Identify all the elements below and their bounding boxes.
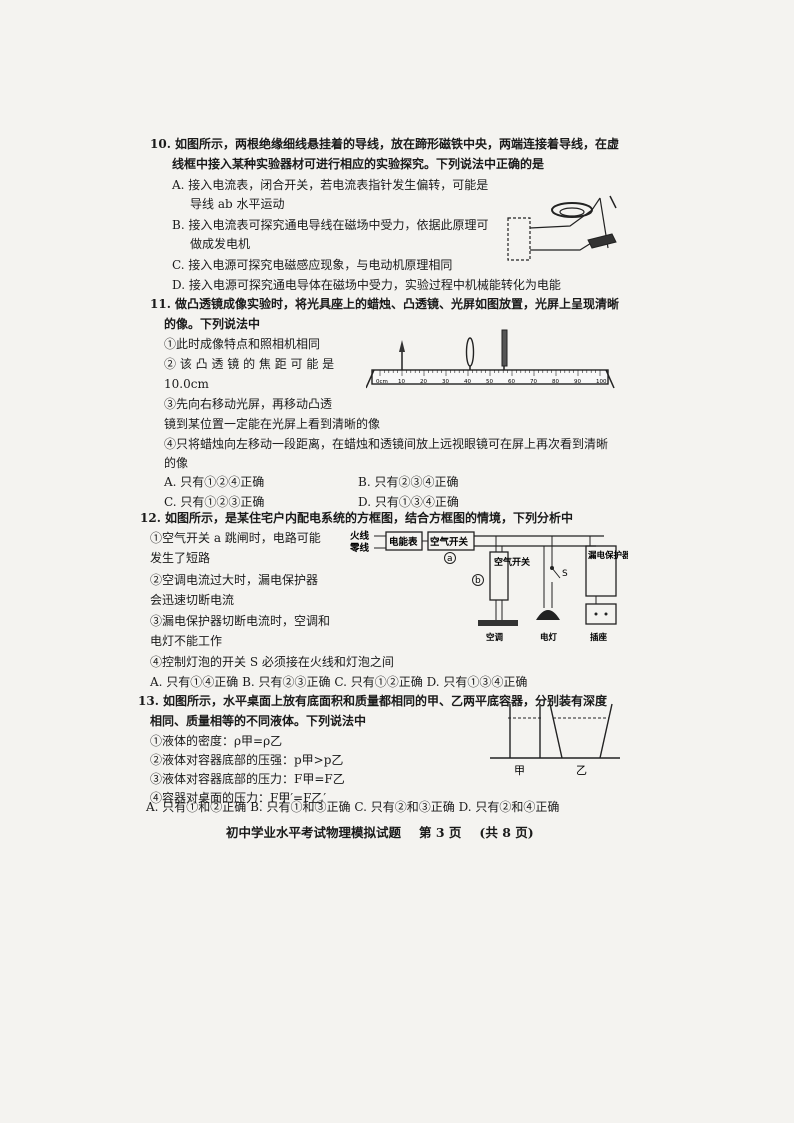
aircon-unit (478, 620, 518, 626)
q13-stem-line1: 13. 如图所示，水平桌面上放有底面积和质量都相同的甲、乙两平底容器，分别装有深… (138, 694, 608, 708)
switch-base (587, 233, 617, 249)
q11-statement-1: ①此时成像特点和照相机相同 (164, 337, 321, 351)
q11-stem-line2: 的像。下列说法中 (164, 317, 261, 331)
ruler-label: 70 (530, 379, 537, 385)
q11-option-d: D. 只有①③④正确 (358, 495, 459, 509)
footer-title: 初中学业水平考试物理模拟试题 (226, 825, 402, 840)
q13-options: A. 只有①和②正确 B. 只有①和③正确 C. 只有②和③正确 D. 只有②和… (146, 800, 560, 814)
socket-icon (585, 603, 617, 625)
q13-stem-line2: 相同、质量相等的不同液体。下列说法中 (150, 714, 367, 728)
ruler-label: 0cm (376, 379, 388, 385)
ruler-label: 60 (508, 379, 515, 385)
containers-diagram: 甲 乙 (490, 703, 620, 777)
ruler-label: 90 (574, 379, 581, 385)
q13-statement-2: ②液体对容器底部的压强：p甲>p乙 (150, 753, 344, 767)
label-a: a (447, 554, 453, 564)
sub-breaker-label: 空气开关 (494, 556, 530, 568)
q10-option-b-line1: B. 接入电流表可探究通电导线在磁场中受力，依据此原理可 (172, 218, 489, 232)
q12-statement-3-line1: ③漏电保护器切断电流时，空调和 (150, 614, 331, 628)
q10-option-b-line2: 做成发电机 (190, 237, 251, 251)
aircon-label: 空调 (486, 632, 504, 643)
rcd-label: 漏电保护器 (588, 550, 628, 561)
lamp-icon (536, 610, 560, 620)
q10-option-a-line1: A. 接入电流表，闭合开关，若电流表指针发生偏转，可能是 (172, 178, 489, 192)
q11-option-b: B. 只有②③④正确 (358, 475, 459, 489)
neutral-wire-label: 零线 (350, 542, 370, 554)
optical-bench: 0cm 10 20 30 40 50 60 70 80 90 100 (366, 329, 615, 389)
meter-label: 电能表 (389, 536, 418, 548)
q10-stem-line2: 线框中接入某种实验器材可进行相应的实验探究。下列说法中正确的是 (172, 157, 545, 171)
container-yi-label: 乙 (576, 764, 587, 777)
q13-statement-4: ④容器对桌面的压力：F甲′=F乙′ (150, 791, 327, 805)
light-screen (501, 329, 508, 367)
switch-s-label: S (562, 569, 568, 579)
label-b: b (475, 576, 481, 586)
q12-statement-2-line2: 会迅速切断电流 (150, 593, 235, 607)
q13-statement-3: ③液体对容器底部的压力：F甲=F乙 (150, 772, 345, 786)
page-footer: 初中学业水平考试物理模拟试题 第 3 页 (共 8 页) (226, 822, 552, 841)
q12-statement-4: ④控制灯泡的开关 S 必须接在火线和灯泡之间 (150, 655, 394, 669)
q11-statement-4-line2: 的像 (164, 456, 189, 470)
ruler-label: 20 (420, 379, 427, 385)
live-wire-label: 火线 (350, 530, 370, 542)
q10-option-a-line2: 导线 ab 水平运动 (190, 197, 285, 211)
q12-statement-1-line2: 发生了短路 (150, 551, 211, 565)
lamp-label: 电灯 (540, 632, 558, 643)
footer-page: 第 3 页 (419, 825, 462, 840)
q13-statement-1: ①液体的密度：ρ甲=ρ乙 (150, 734, 283, 748)
main-breaker-label: 空气开关 (430, 536, 469, 548)
socket-label: 插座 (590, 632, 608, 643)
q11-statement-2-line1: ② 该 凸 透 镜 的 焦 距 可 能 是 (164, 357, 335, 371)
q11-statement-2-line2: 10.0cm (164, 377, 209, 391)
candle-flame (399, 340, 405, 352)
horseshoe-magnet (551, 202, 593, 218)
rcd-box (585, 545, 617, 597)
q11-option-a: A. 只有①②④正确 (164, 475, 265, 489)
ruler-label: 10 (398, 379, 405, 385)
magnet-wire-diagram (507, 195, 617, 261)
q10-stem-line1: 10. 如图所示，两根绝缘细线悬挂着的导线，放在蹄形磁铁中央，两端连接着导线，在… (150, 137, 620, 151)
ruler-label: 80 (552, 379, 559, 385)
q12-statement-1-line1: ①空气开关 a 跳闸时，电路可能 (150, 531, 321, 545)
q10-option-c: C. 接入电源可探究电磁感应现象，与电动机原理相同 (172, 258, 453, 272)
q11-statement-3-line2: 镜到某位置一定能在光屏上看到清晰的像 (164, 417, 381, 431)
ruler-label: 100 (596, 379, 607, 385)
footer-total: (共 8 页) (479, 825, 534, 840)
ruler-label: 30 (442, 379, 449, 385)
ruler-label: 50 (486, 379, 493, 385)
q12-statement-3-line2: 电灯不能工作 (150, 634, 223, 648)
q11-option-c: C. 只有①②③正确 (164, 495, 265, 509)
sub-breaker-box (489, 551, 509, 601)
convex-lens (465, 337, 475, 367)
q12-options: A. 只有①④正确 B. 只有②③正确 C. 只有①②正确 D. 只有①③④正确 (150, 675, 528, 689)
container-jia-label: 甲 (514, 764, 525, 777)
ruler-label: 40 (464, 379, 471, 385)
q11-statement-4-line1: ④只将蜡烛向左移动一段距离，在蜡烛和透镜间放上远视眼镜可在屏上再次看到清晰 (164, 437, 609, 451)
label-a-circle (444, 552, 456, 564)
q11-statement-3-line1: ③先向右移动光屏，再移动凸透 (164, 397, 333, 411)
q12-statement-2-line1: ②空调电流过大时，漏电保护器 (150, 573, 319, 587)
distribution-diagram: 火线 零线 电能表 空气开关 a b 空气开关 空调 S 电灯 (350, 530, 628, 643)
dashed-box (507, 217, 531, 261)
label-b-circle (472, 574, 484, 586)
q12-stem: 12. 如图所示，是某住宅户内配电系统的方框图，结合方框图的情境，下列分析中 (140, 511, 574, 525)
q11-stem-line1: 11. 做凸透镜成像实验时，将光具座上的蜡烛、凸透镜、光屏如图放置，光屏上呈现清… (150, 297, 620, 311)
main-breaker-box (427, 531, 475, 551)
q10-option-d: D. 接入电源可探究通电导体在磁场中受力，实验过程中机械能转化为电能 (172, 278, 561, 292)
